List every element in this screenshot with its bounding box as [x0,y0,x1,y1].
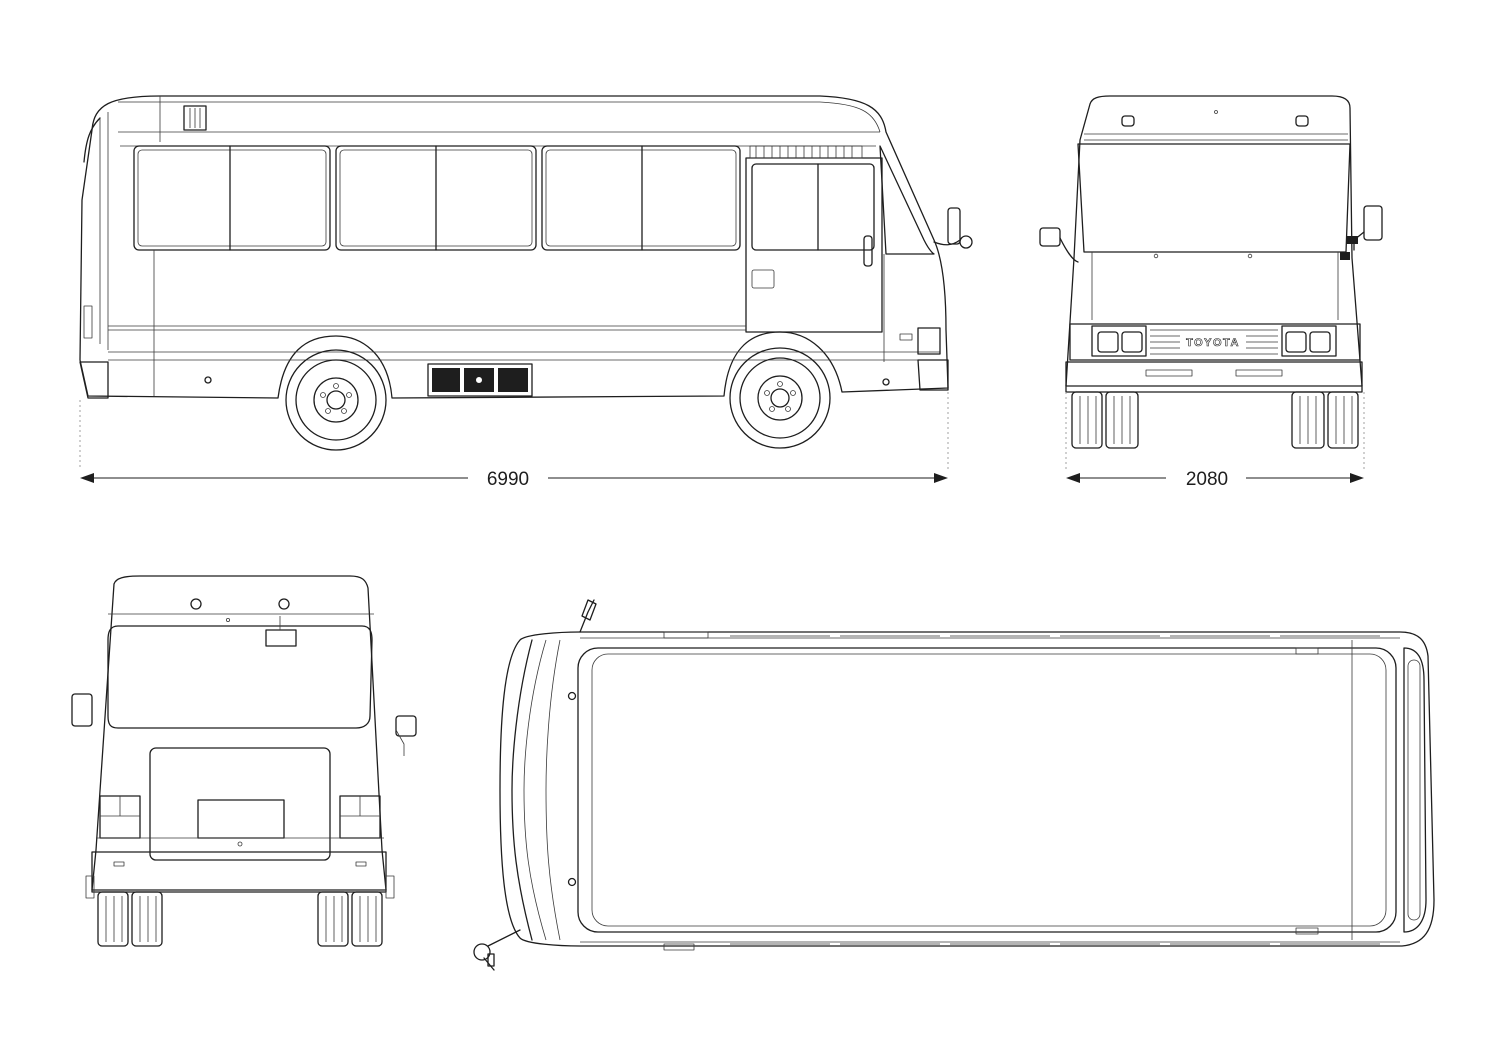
side-body-outline [79,95,949,399]
front-view-tires [1071,391,1359,449]
length-dimension: 6990 [80,469,948,490]
front-wheel [729,347,831,449]
right-headlight [1281,325,1337,357]
side-mirror [947,207,961,245]
roof-panel [577,647,1397,933]
windshield [1077,143,1351,253]
rear-view [71,575,417,947]
rear-window [107,625,373,729]
rear-wheel [285,349,387,451]
front-right-mirror [1363,205,1383,241]
toyota-badge: TOYOTA [1186,337,1240,349]
rear-left-mirror [71,693,93,727]
rear-view-tires [85,875,395,947]
top-right-mirror [473,929,521,971]
top-body-outline [499,631,1435,947]
front-body-outline [1065,95,1363,387]
side-windows [133,145,741,251]
front-left-mirror [1039,227,1061,247]
front-view: TOYOTA [1039,95,1383,470]
top-view [473,599,1435,971]
length-value: 6990 [487,469,529,490]
width-value: 2080 [1186,469,1228,490]
license-plate [197,799,285,839]
side-door [745,145,883,333]
left-headlight [1091,325,1147,357]
side-view [79,95,973,470]
roof-vent [183,105,207,131]
rear-door [149,747,331,861]
top-left-mirror [579,599,597,633]
rear-right-mirror [395,715,417,737]
width-dimension: 2080 [1066,469,1364,490]
rear-body-outline [91,575,387,891]
side-grille [427,363,533,397]
